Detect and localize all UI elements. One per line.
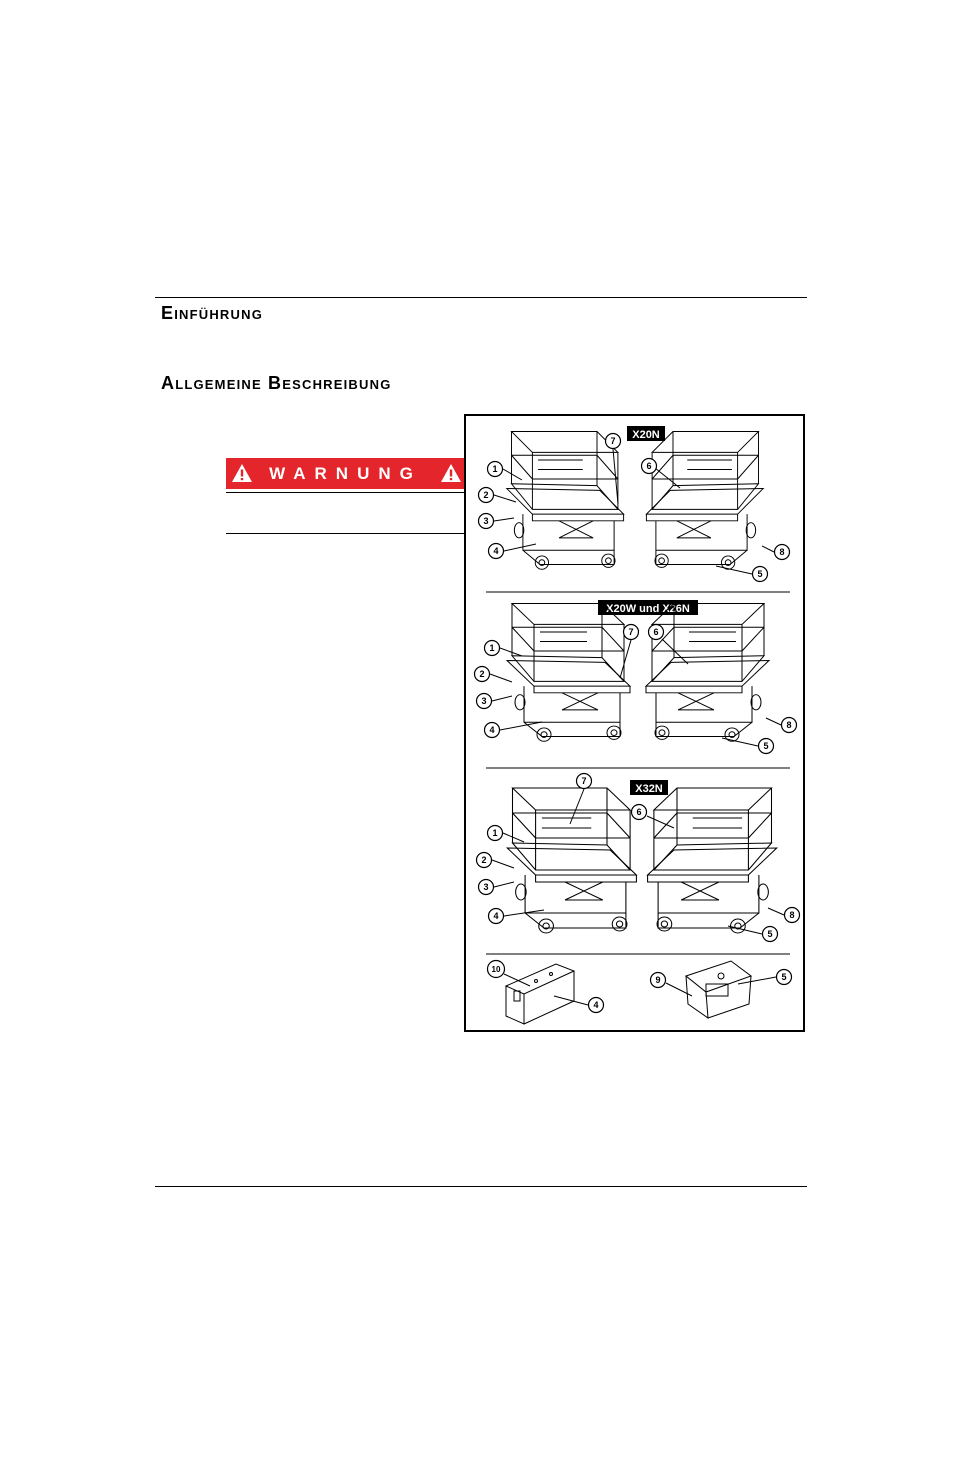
section-heading: Einführung [161,303,263,323]
control-box-drawing [504,963,576,1025]
svg-text:4: 4 [493,911,498,921]
svg-text:8: 8 [789,910,794,920]
svg-text:5: 5 [767,929,772,939]
model-label-bg [630,780,668,795]
warning-label: WARNUNG [269,464,422,483]
callout-3: 3 [477,512,515,530]
warning-triangle-icon [441,464,461,482]
svg-text:2: 2 [483,490,488,500]
svg-text:6: 6 [646,461,651,471]
callout-6: 6 [647,623,689,665]
svg-text:7: 7 [610,436,615,446]
svg-text:8: 8 [779,547,784,557]
callout-7: 7 [619,623,640,679]
svg-text:9: 9 [655,975,660,985]
model-label-x32n: X32N [635,783,663,795]
svg-text:6: 6 [653,627,658,637]
callout-1: 1 [486,460,523,481]
svg-text:7: 7 [628,627,633,637]
svg-text:10: 10 [492,965,501,974]
callout-1: 1 [483,639,523,657]
callout-4: 4 [553,995,605,1014]
svg-text:4: 4 [493,546,498,556]
callout-3: 3 [475,692,513,710]
callout-4: 4 [487,542,537,560]
model-label-x20n: X20N [632,429,660,441]
model-label-x20w-x26n: X20W und X26N [606,603,690,615]
callout-2: 2 [477,486,517,504]
callout-1: 1 [486,824,525,843]
svg-text:3: 3 [481,696,486,706]
lift-drawing-right [647,787,778,934]
lift-drawing-left [506,787,637,934]
callout-5: 5 [715,565,769,583]
warning-rule [226,492,465,493]
callout-3: 3 [477,878,515,896]
callout-5: 5 [721,737,775,755]
lift-drawing-right [645,603,770,742]
callout-9: 9 [649,971,693,997]
svg-text:1: 1 [492,828,497,838]
lift-drawing-left [506,603,631,742]
subsection-heading: Allgemeine Beschreibung [161,373,392,393]
callout-2: 2 [473,665,513,683]
model-label-bg [627,426,665,441]
header-rule [155,297,807,298]
svg-text:4: 4 [489,725,494,735]
svg-text:2: 2 [479,669,484,679]
svg-text:6: 6 [636,807,641,817]
callout-8: 8 [761,543,791,561]
svg-text:5: 5 [781,972,786,982]
model-label-bg [598,600,698,615]
callout-5: 5 [737,968,793,986]
callout-4: 4 [487,907,545,925]
callout-4: 4 [483,721,543,739]
warning-banner: WARNUNG [226,458,465,489]
callout-6: 6 [630,803,675,829]
svg-text:1: 1 [489,643,494,653]
scissor-lift-figure: X20N X20W und X26N X32N [464,414,805,1032]
lift-drawing-right [645,431,764,570]
warning-rule [226,533,465,534]
warning-triangle-icon [232,464,252,482]
svg-text:3: 3 [483,882,488,892]
callout-2: 2 [475,851,515,869]
callout-7: 7 [569,772,593,825]
ground-control-drawing [684,960,753,1020]
callout-7: 7 [604,432,622,505]
svg-text:2: 2 [481,855,486,865]
svg-text:7: 7 [581,776,586,786]
svg-text:3: 3 [483,516,488,526]
svg-text:4: 4 [593,1000,598,1010]
footer-rule [155,1186,807,1187]
svg-text:5: 5 [757,569,762,579]
callout-6: 6 [640,457,681,489]
lift-drawing-left [506,431,625,570]
callout-8: 8 [765,716,798,734]
svg-text:1: 1 [492,464,497,474]
svg-text:5: 5 [763,741,768,751]
svg-text:8: 8 [786,720,791,730]
callout-10: 10 [486,959,531,987]
callout-5: 5 [727,925,779,943]
callout-8: 8 [767,906,801,924]
figure-drawing: X20N X20W und X26N X32N [473,426,801,1025]
